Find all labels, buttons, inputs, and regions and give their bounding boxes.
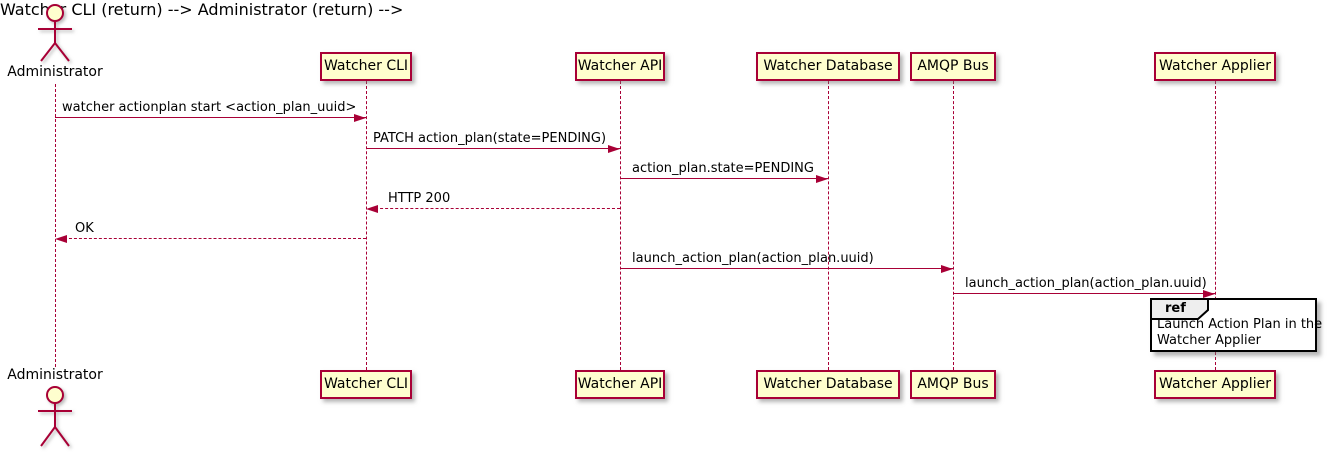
ref-text-line1: Launch Action Plan in the xyxy=(1157,317,1323,332)
lifeline-watcher-cli xyxy=(366,81,367,370)
participant-top-watcher-applier: Watcher Applier xyxy=(1154,52,1276,81)
message-line xyxy=(55,117,366,118)
arrowhead-right-icon xyxy=(816,174,828,183)
participant-top-watcher-api: Watcher API xyxy=(575,52,665,81)
arrowhead-right-icon xyxy=(354,113,366,122)
lifeline-watcher-api xyxy=(620,81,621,370)
ref-fragment: ref Launch Action Plan in the Watcher Ap… xyxy=(1150,298,1322,352)
message-label: PATCH action_plan(state=PENDING) xyxy=(373,131,607,146)
message-line xyxy=(620,268,953,269)
message-label: OK xyxy=(75,221,94,236)
message-line xyxy=(620,178,828,179)
message-label: action_plan.state=PENDING xyxy=(632,161,814,176)
participant-top-watcher-cli: Watcher CLI xyxy=(320,52,412,81)
lifeline-amqp-bus xyxy=(953,81,954,370)
participant-bottom-watcher-cli: Watcher CLI xyxy=(320,370,412,399)
message-label: HTTP 200 xyxy=(388,191,451,206)
participant-top-amqp-bus: AMQP Bus xyxy=(910,52,996,81)
message-label: launch_action_plan(action_plan.uuid) xyxy=(632,251,874,266)
arrowhead-right-icon xyxy=(1203,289,1215,298)
participant-bottom-amqp-bus: AMQP Bus xyxy=(910,370,996,399)
participant-bottom-watcher-api: Watcher API xyxy=(575,370,665,399)
lifeline-watcher-applier xyxy=(1215,81,1216,370)
message-line xyxy=(370,208,620,209)
actor-name-bottom: Administrator xyxy=(7,367,103,383)
actor-icon xyxy=(38,4,72,62)
message-label: watcher actionplan start <action_plan_uu… xyxy=(62,100,357,115)
lifeline-watcher-database xyxy=(828,81,829,370)
arrowhead-right-icon xyxy=(608,144,620,153)
actor-name-top: Administrator xyxy=(7,64,103,80)
message-label: launch_action_plan(action_plan.uuid) xyxy=(965,276,1207,291)
arrowhead-left-icon xyxy=(366,204,378,213)
ref-header-pentagon xyxy=(1150,298,1209,320)
participant-bottom-watcher-applier: Watcher Applier xyxy=(1154,370,1276,399)
arrowhead-right-icon xyxy=(941,264,953,273)
participant-top-watcher-database: Watcher Database xyxy=(756,52,900,81)
lifeline-administrator xyxy=(55,84,56,367)
ref-text-line2: Watcher Applier xyxy=(1157,333,1261,348)
message-line xyxy=(366,148,620,149)
arrowhead-left-icon xyxy=(55,234,67,243)
message-line xyxy=(59,238,366,239)
ref-keyword: ref xyxy=(1165,301,1186,316)
actor-icon xyxy=(38,386,72,447)
message-line xyxy=(953,293,1215,294)
participant-bottom-watcher-database: Watcher Database xyxy=(756,370,900,399)
